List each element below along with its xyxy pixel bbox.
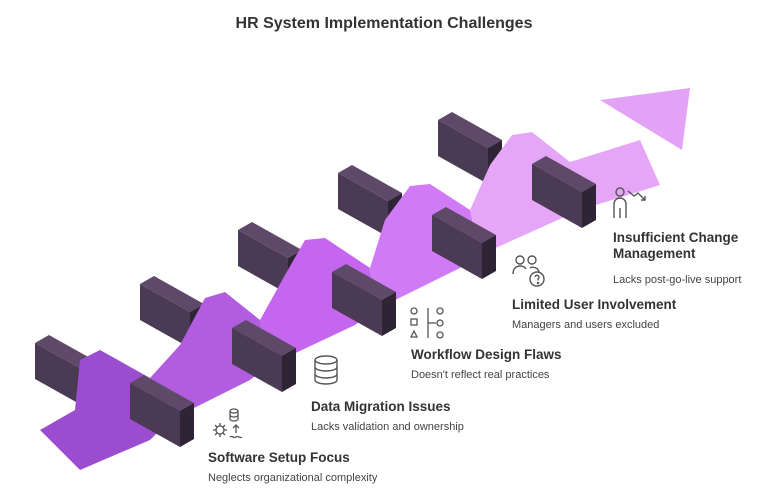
person-decline-icon — [613, 187, 646, 218]
step-description: Lacks post-go-live support — [613, 274, 742, 286]
step-label-1: Software Setup Focus Neglects organizati… — [208, 450, 458, 485]
database-icon — [314, 355, 338, 385]
workflow-icon — [409, 307, 444, 339]
step-label-2: Data Migration Issues Lacks validation a… — [311, 399, 561, 434]
step-description: Managers and users excluded — [512, 319, 660, 331]
gear-database-icon — [213, 408, 243, 439]
arrow-head — [600, 88, 690, 150]
step-title: Workflow Design Flaws — [411, 347, 562, 362]
step-title: Software Setup Focus — [208, 450, 350, 465]
diagram-title: HR System Implementation Challenges — [235, 15, 533, 32]
step-title: Data Migration Issues — [311, 399, 451, 414]
step-description: Lacks validation and ownership — [311, 421, 464, 433]
step-description: Doesn't reflect real practices — [411, 369, 550, 381]
step-description: Neglects organizational complexity — [208, 472, 378, 484]
step-label-5: Insufficient Change Management Lacks pos… — [613, 230, 758, 287]
users-question-icon — [512, 255, 545, 287]
step-label-4: Limited User Involvement Managers and us… — [512, 297, 752, 332]
step-title: Limited User Involvement — [512, 297, 677, 312]
step-title: Insufficient Change Management — [613, 230, 739, 261]
step-label-3: Workflow Design Flaws Doesn't reflect re… — [411, 347, 661, 382]
